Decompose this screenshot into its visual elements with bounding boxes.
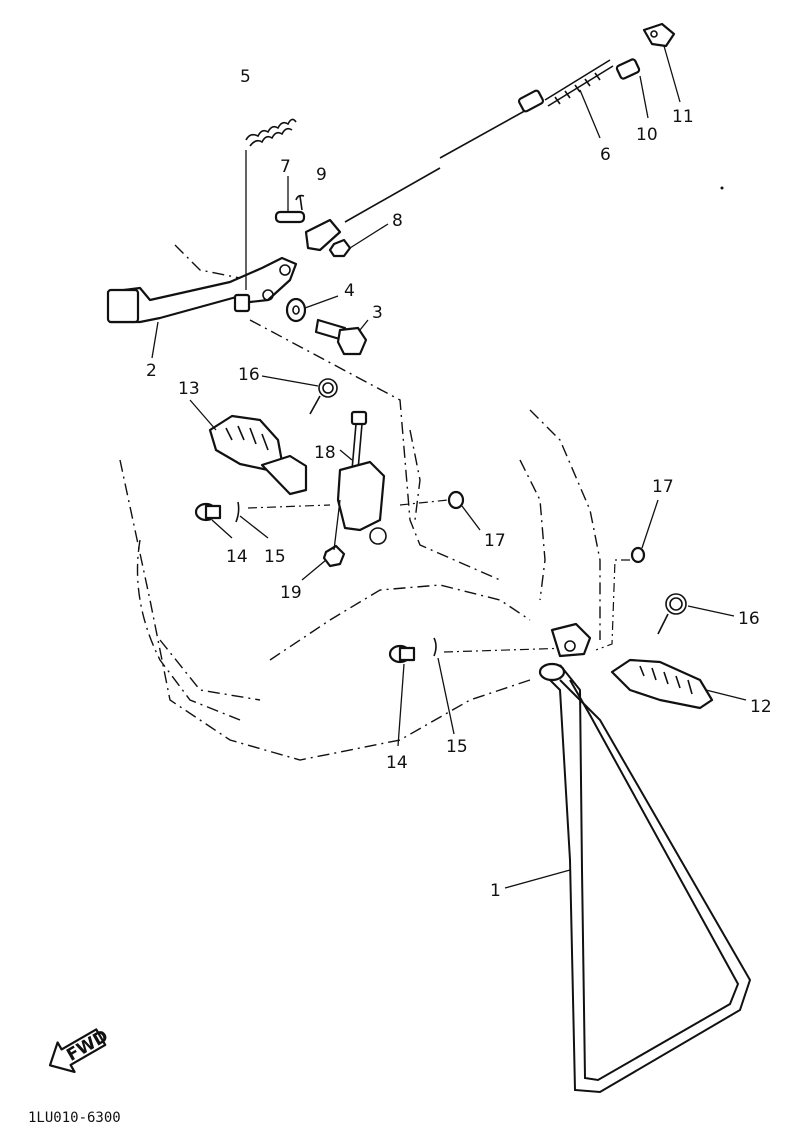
part-footrest-12 (610, 658, 714, 710)
callout-9: 9 (316, 165, 327, 185)
callout-6: 6 (600, 145, 611, 165)
part-washer-4 (285, 297, 307, 323)
callout-15b: 15 (446, 737, 468, 757)
callout-labels: 1 2 3 4 5 6 7 8 9 10 11 12 13 14 14 15 1… (146, 67, 772, 901)
part-pin-14a (194, 502, 222, 522)
stray-dot (720, 186, 724, 190)
callout-5: 5 (240, 67, 251, 87)
part-pin-14b (388, 644, 416, 664)
reference-code: 1LU010-6300 (28, 1110, 121, 1126)
part-spring-5 (245, 118, 297, 290)
callout-13: 13 (178, 379, 200, 399)
callout-14a: 14 (226, 547, 248, 567)
part-footrest-13 (208, 414, 308, 496)
callout-leaders (151, 45, 747, 889)
part-brake-pedal (106, 256, 298, 324)
part-washer-17b (595, 546, 646, 651)
part-bolt-18 (350, 410, 368, 471)
callout-12: 12 (750, 697, 772, 717)
part-clevis (304, 218, 342, 252)
part-rear-bracket (550, 622, 592, 658)
part-washer-17a (399, 490, 465, 510)
callout-8: 8 (392, 211, 403, 231)
callout-11: 11 (672, 107, 694, 127)
callout-17a: 17 (484, 531, 506, 551)
part-pin-7 (274, 176, 306, 224)
part-spring-16b (657, 593, 687, 635)
part-nut-8 (328, 238, 352, 258)
callout-3: 3 (372, 303, 383, 323)
callout-1: 1 (490, 881, 501, 901)
callout-10: 10 (636, 125, 658, 145)
fwd-arrow-icon: FWD (48, 1026, 112, 1074)
part-joint-11 (642, 22, 676, 48)
part-adjust-nut-10 (615, 58, 641, 80)
callout-17b: 17 (652, 477, 674, 497)
part-cotter-15b (433, 637, 571, 657)
part-footrest-bracket (336, 460, 387, 545)
callout-19: 19 (280, 583, 302, 603)
callout-16a: 16 (238, 365, 260, 385)
callout-18: 18 (314, 443, 336, 463)
part-stand-bar (538, 662, 752, 1094)
callout-16b: 16 (738, 609, 760, 629)
part-bolt-3 (314, 318, 368, 356)
part-cotter-15a (235, 501, 331, 523)
part-nut-19 (322, 499, 346, 568)
callout-7: 7 (280, 157, 291, 177)
frame-outline (119, 244, 601, 761)
fwd-label: FWD (63, 1026, 112, 1066)
callout-14b: 14 (386, 753, 408, 773)
part-brake-rod-6 (344, 59, 614, 223)
callout-4: 4 (344, 281, 355, 301)
callout-15a: 15 (264, 547, 286, 567)
part-cotter-pin-9 (295, 194, 305, 211)
callout-2: 2 (146, 361, 157, 381)
part-spring-16a (309, 378, 338, 415)
